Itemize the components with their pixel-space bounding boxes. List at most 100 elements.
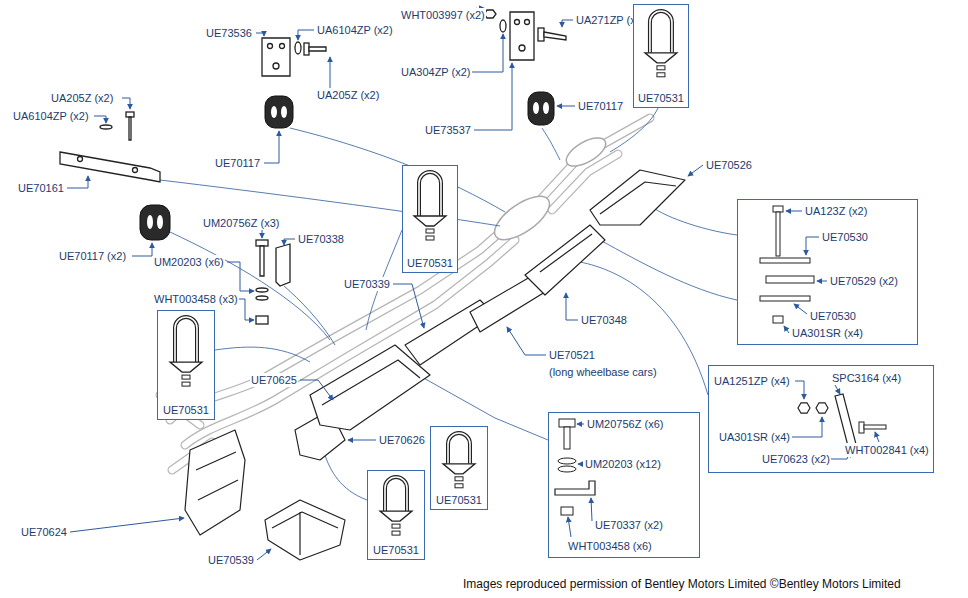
part-number: UE70521	[548, 348, 596, 362]
leader-line	[264, 131, 279, 163]
exhaust-pipe	[600, 118, 650, 146]
mounting-hardware	[256, 316, 268, 324]
part-number: UE70338	[297, 232, 345, 246]
rubber-mount	[528, 92, 554, 125]
part-number: UE70531	[162, 403, 210, 417]
part-inset-box: UE70531	[402, 165, 458, 273]
part-number: UM20756Z (x3)	[202, 216, 280, 230]
bracket	[555, 481, 595, 495]
rubber-mount	[140, 205, 170, 240]
u-bolt	[448, 433, 470, 464]
leader-line	[393, 284, 424, 328]
rubber-mount	[265, 96, 293, 128]
heat-shield	[265, 500, 345, 560]
part-number: UE70161	[17, 181, 65, 195]
leader-line	[67, 176, 88, 188]
mounting-hardware	[262, 38, 290, 76]
nut	[426, 236, 434, 240]
leader-line	[474, 63, 512, 130]
leader-line	[591, 498, 592, 521]
mounting-hardware	[126, 112, 134, 117]
leader-line	[568, 517, 571, 537]
rubber-mount-hole	[271, 106, 277, 118]
nut	[182, 382, 190, 386]
nut	[392, 524, 400, 528]
part-number: WHT003997 (x2)	[400, 8, 486, 22]
leader-line	[817, 281, 827, 282]
rubber-mount	[140, 92, 554, 240]
u-bolt	[175, 317, 197, 362]
leader-line	[835, 385, 840, 394]
mounting-hardware	[129, 117, 131, 140]
part-inset-box: UE70531	[157, 310, 215, 420]
heat-shield	[590, 170, 685, 225]
clamp-saddle	[414, 216, 446, 226]
nut	[455, 477, 463, 481]
part-number: UE70117	[214, 156, 261, 170]
heat-shield	[272, 512, 338, 555]
mounting-hardware	[304, 43, 309, 55]
u-bolt	[175, 317, 197, 362]
part-number: UE70530	[809, 309, 857, 323]
part-number: UE70531	[637, 91, 685, 105]
leader-line	[70, 518, 184, 532]
copyright-note: Images reproduced permission of Bentley …	[462, 577, 902, 591]
u-bolt	[650, 11, 672, 53]
u-bolt	[385, 477, 407, 511]
part-number: UE70337 (x2)	[594, 518, 664, 532]
part-number: WHT002841 (x4)	[844, 443, 930, 457]
mounting-hardware	[538, 28, 544, 41]
part-inset-box: UE70531	[633, 4, 689, 108]
spacer	[766, 276, 814, 283]
leader-line	[132, 243, 152, 256]
nut	[798, 403, 810, 413]
guide-curve	[290, 128, 505, 212]
bolt-shank	[776, 212, 780, 256]
silencer	[488, 188, 556, 248]
leader-line	[67, 8, 703, 560]
heat-shield	[525, 225, 605, 295]
nut	[182, 375, 190, 379]
u-bolt	[650, 11, 672, 53]
part-number: UA205Z (x2)	[316, 88, 380, 102]
part-number: UE70339	[343, 277, 391, 291]
leader-line	[786, 211, 802, 212]
rubber-mount-hole	[147, 215, 153, 229]
nut	[773, 316, 783, 323]
leader-line	[688, 165, 703, 176]
part-number: UA123Z (x2)	[804, 204, 868, 218]
part-inset-box: UE70531	[367, 470, 425, 560]
guide-curve	[610, 108, 658, 152]
heat-shield	[322, 360, 420, 405]
leader-line	[94, 116, 106, 123]
part-number: UE70623 (x2)	[761, 452, 831, 466]
part-inset-box: UE70531	[430, 426, 488, 510]
mounting-hardware	[60, 152, 160, 182]
part-number: UE70531	[372, 543, 420, 557]
heat-shield	[196, 452, 238, 500]
leader-line	[578, 464, 582, 465]
guide-curve	[600, 240, 737, 300]
leader-line	[472, 34, 503, 72]
leader-line	[238, 299, 254, 320]
leader-line	[507, 327, 546, 355]
mounting-hardware	[519, 45, 525, 51]
heat-shield	[540, 234, 592, 272]
part-number: UE70348	[580, 313, 628, 327]
guide-curve	[284, 286, 335, 345]
rubber-mount-hole	[281, 106, 287, 118]
leader-line	[566, 293, 578, 320]
part-number: UA6104ZP (x2)	[12, 109, 90, 123]
nut	[657, 73, 665, 77]
nut	[561, 507, 573, 515]
rubber-mount-hole	[147, 102, 549, 229]
part-number: WHT003458 (x6)	[567, 539, 653, 553]
part-number: UA1251ZP (x4)	[713, 374, 791, 388]
guide-curve	[650, 205, 737, 235]
bolt-head	[773, 206, 783, 212]
mounting-hardware	[78, 157, 83, 162]
part-number: (long wheelbase cars)	[548, 365, 658, 379]
mounting-hardware	[309, 47, 326, 51]
part-number: UE70529 (x2)	[829, 274, 899, 288]
